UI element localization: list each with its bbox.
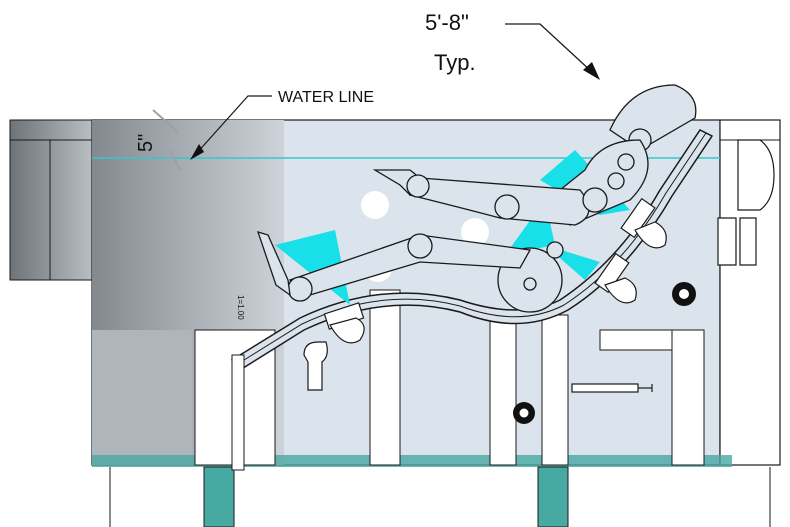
figure-foot-lower — [256, 231, 291, 297]
tub-left-lower-wall — [92, 330, 192, 465]
water-line-arrowhead — [190, 144, 204, 160]
water-line-callout — [194, 95, 272, 156]
pipe-left — [303, 341, 328, 391]
dimension-arrowhead — [583, 62, 600, 80]
jet-nozzles — [323, 197, 667, 344]
pipe-right-outer-2 — [717, 217, 737, 266]
scale-mark-label: 1=1.00 — [236, 295, 245, 320]
sensor-probe — [571, 383, 653, 393]
dimension-label: 5'-8" — [425, 10, 469, 35]
drain-right — [537, 466, 569, 527]
water-line-label: WATER LINE — [278, 89, 374, 106]
floor-teal-strip — [92, 455, 732, 467]
dimension-sub-label: Typ. — [434, 50, 476, 75]
support-structure — [194, 289, 705, 466]
dimension-callout — [505, 23, 593, 73]
drain-left — [203, 466, 235, 527]
nozzle-right-upper — [620, 197, 656, 239]
pipe-right-outer-1 — [737, 139, 775, 211]
reclining-figure — [256, 84, 697, 313]
nozzle-right-lower — [594, 252, 630, 294]
depth-dimension — [152, 109, 181, 171]
pipe-fittings — [303, 139, 775, 391]
drain-fittings — [513, 282, 696, 424]
left-outer-block — [9, 119, 93, 281]
pipe-right-outer-3 — [739, 217, 757, 266]
depth-label: 5" — [135, 134, 157, 152]
